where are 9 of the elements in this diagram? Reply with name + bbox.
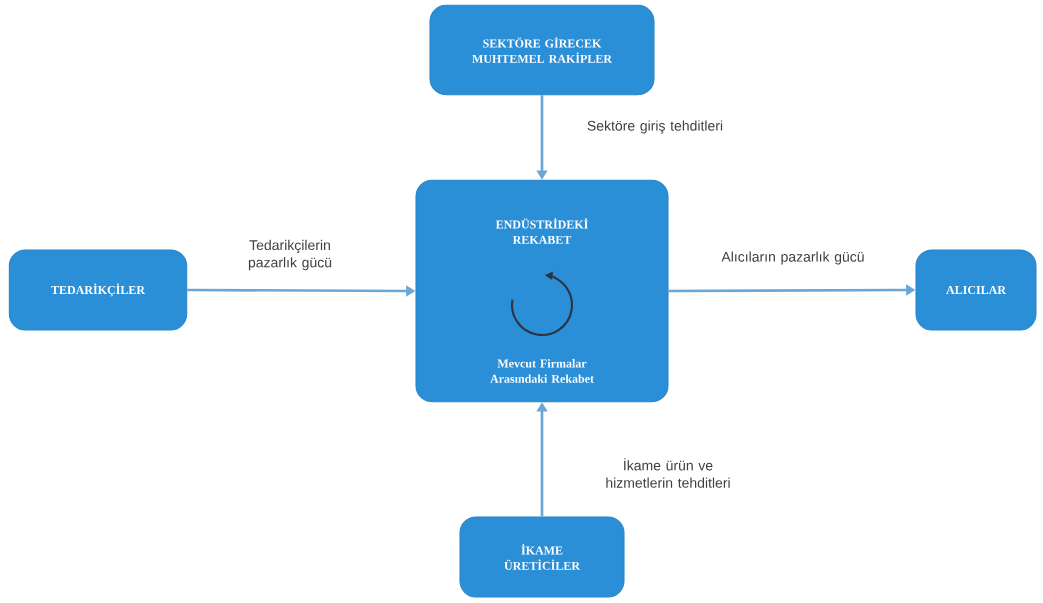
- edge-label: Alıcıların pazarlık gücü: [721, 251, 864, 265]
- process-box: İKAME ÜRETİCİLER: [459, 516, 625, 598]
- process-box: ALICILAR: [915, 249, 1037, 331]
- process-box: TEDARİKÇİLER: [8, 249, 188, 331]
- edge-label: Tedarikçilerin pazarlık gücü: [248, 239, 332, 271]
- edge-label: Sektöre giriş tehditleri: [587, 120, 723, 134]
- process-box: SEKTÖRE GİRECEK MUHTEMEL RAKİPLER: [429, 4, 655, 96]
- edge-label: İkame ürün ve hizmetlerin tehditleri: [606, 458, 730, 488]
- process-box: ENDÜSTRİDEKİ REKABET Mevcut Firmalar Arasındaki Rekabet: [415, 179, 669, 403]
